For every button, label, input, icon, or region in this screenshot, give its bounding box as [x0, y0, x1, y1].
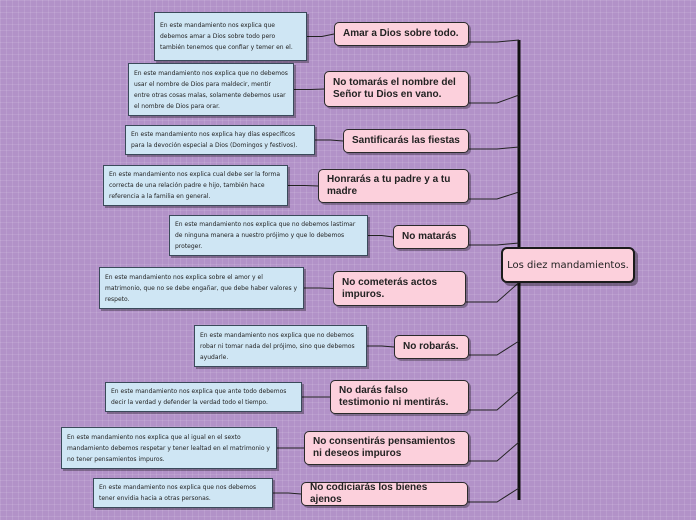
commandment-7-description: En este mandamiento nos explica que no d… — [194, 325, 367, 367]
commandment-3-title: Santificarás las fiestas — [352, 135, 460, 146]
commandment-5-description: En este mandamiento nos explica que no d… — [169, 215, 368, 256]
commandment-6-description: En este mandamiento nos explica sobre el… — [99, 267, 304, 309]
connector-description-10 — [273, 492, 302, 495]
commandment-7-title: No robarás. — [403, 341, 459, 352]
commandment-9-description: En este mandamiento nos explica que al i… — [61, 427, 277, 469]
connector-commandment-5 — [469, 242, 520, 246]
connector-commandment-10 — [468, 487, 520, 503]
commandment-6[interactable]: No cometerás actos impuros. — [333, 271, 466, 306]
connector-commandment-4 — [469, 191, 520, 200]
connector-commandment-8 — [469, 390, 520, 411]
commandment-2[interactable]: No tomarás el nombre del Señor tu Dios e… — [324, 71, 469, 107]
commandment-9[interactable]: No consentirás pensamientos ni deseos im… — [304, 431, 469, 465]
root-node[interactable]: Los diez mandamientos. — [501, 247, 635, 283]
connector-commandment-1 — [469, 39, 520, 43]
connector-commandment-6 — [466, 282, 520, 303]
connector-description-2 — [294, 88, 325, 90]
commandment-8-title: No darás falso testimonio ni mentirás. — [339, 385, 449, 408]
commandment-9-title: No consentirás pensamientos ni deseos im… — [313, 436, 456, 459]
commandment-10-description: En este mandamiento nos explica que nos … — [93, 478, 273, 508]
commandment-3[interactable]: Santificarás las fiestas — [343, 129, 469, 153]
connector-commandment-7 — [469, 340, 520, 356]
commandment-2-description: En este mandamiento nos explica que no d… — [128, 63, 294, 116]
connector-description-5 — [368, 235, 394, 238]
commandment-2-title: No tomarás el nombre del Señor tu Dios e… — [333, 77, 456, 100]
commandment-8-description: En este mandamiento nos explica que ante… — [105, 382, 302, 412]
commandment-8[interactable]: No darás falso testimonio ni mentirás. — [330, 380, 469, 414]
commandment-4-description: En este mandamiento nos explica cual deb… — [103, 165, 288, 206]
connector-description-6 — [304, 287, 334, 289]
connector-description-7 — [367, 345, 395, 348]
connector-commandment-2 — [469, 94, 520, 104]
connector-description-4 — [288, 185, 319, 187]
connector-description-3 — [315, 139, 344, 142]
commandment-5-title: No matarás — [402, 231, 457, 242]
connector-commandment-9 — [469, 441, 520, 462]
connector-commandment-3 — [469, 146, 520, 150]
commandment-7[interactable]: No robarás. — [394, 335, 469, 359]
commandment-4[interactable]: Honrarás a tu padre y a tu madre — [318, 169, 469, 203]
commandment-4-title: Honrarás a tu padre y a tu madre — [327, 174, 451, 197]
root-label: Los diez mandamientos. — [507, 259, 629, 271]
commandment-1-description: En este mandamiento nos explica que debe… — [154, 12, 307, 61]
commandment-3-description: En este mandamiento nos explica hay días… — [125, 125, 315, 155]
commandment-1-title: Amar a Dios sobre todo. — [343, 28, 459, 39]
commandment-10[interactable]: No codiciarás los bienes ajenos — [301, 482, 468, 506]
commandment-6-title: No cometerás actos impuros. — [342, 276, 438, 300]
commandment-10-title: No codiciarás los bienes ajenos — [310, 482, 428, 505]
commandment-5[interactable]: No matarás — [393, 225, 469, 249]
commandment-1[interactable]: Amar a Dios sobre todo. — [334, 22, 469, 46]
connector-description-1 — [307, 33, 335, 37]
